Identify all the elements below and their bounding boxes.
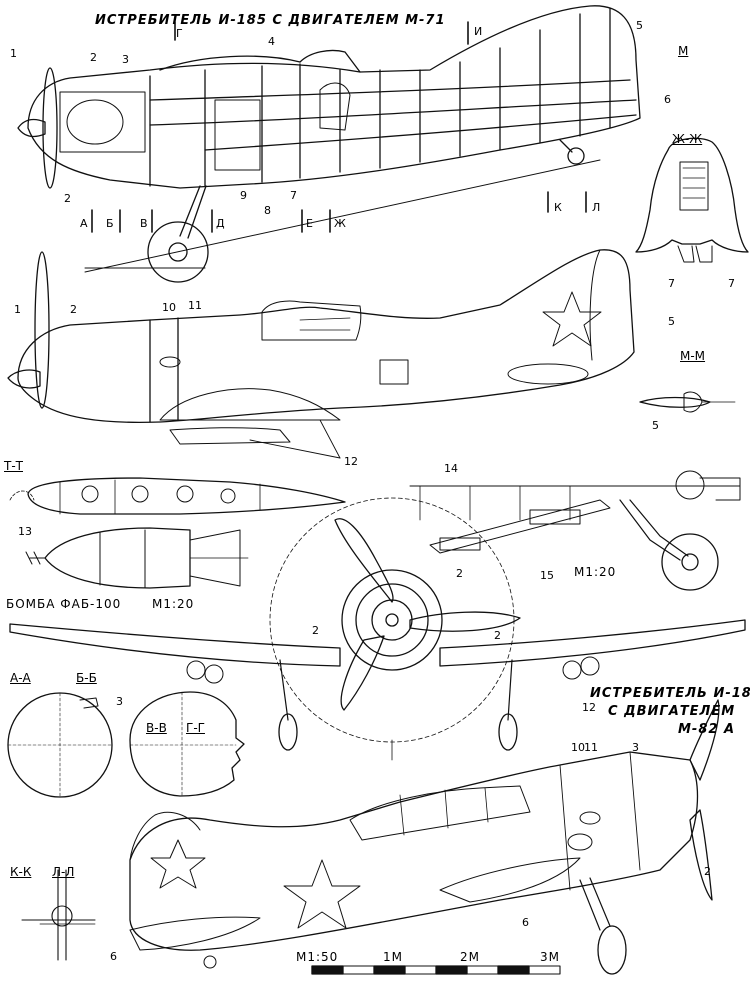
title-top: ИСТРЕБИТЕЛЬ И-185 С ДВИГАТЕЛЕМ М-71 [95,13,446,28]
callout-5-mm: 5 [652,419,659,432]
section-label-b-b: Б-Б [76,671,97,685]
side-view-m71 [18,6,640,282]
bomb-caption: БОМБА ФАБ-100 [6,597,122,611]
section-label-v-v: В-В [146,721,167,735]
callout-2-front-right: 2 [494,629,501,642]
callout-15: 15 [540,569,554,582]
cut-mark-d: Д [216,217,225,230]
callout-2-front-top: 2 [456,567,463,580]
callout-7-zh-right: 7 [728,277,735,290]
sections-a-b [8,693,112,797]
section-label-m-m: М-М [680,349,706,363]
callout-10-persp: 10 [571,741,585,754]
sections-v-g [130,692,244,796]
section-t-t [10,478,345,514]
bomb-fab100 [26,528,248,588]
callout-2-persp: 2 [704,865,711,878]
callout-9-top: 9 [240,189,247,202]
scale-main-label: М1:50 [296,950,339,964]
callout-2-second: 2 [70,303,77,316]
front-view [10,498,745,760]
cut-mark-e: Е [306,217,313,230]
landing-gear-detail [410,471,740,590]
cut-mark-g: Г [176,27,183,40]
callout-2-top: 2 [90,51,97,64]
callout-5-top: 5 [636,19,643,32]
callout-11-second: 11 [188,299,202,312]
callout-10-second: 10 [162,301,176,314]
section-label-m: М [678,44,689,58]
cut-mark-l: Л [592,201,601,214]
scale-bar [312,966,560,974]
scale-1m-label: 1М [383,950,403,964]
callout-7-zh-left: 7 [668,277,675,290]
callout-5-second: 5 [668,315,675,328]
title-right-line2: С ДВИГАТЕЛЕМ [608,704,736,719]
section-label-g-g: Г-Г [186,721,205,735]
callout-11-persp: 11 [584,741,598,754]
callout-2-lower: 2 [64,192,71,205]
callout-2-front-left: 2 [312,624,319,637]
callout-12-front: 12 [582,701,596,714]
cut-mark-b: Б [106,217,114,230]
title-right-line3: М-82 А [678,722,736,737]
callout-4-top: 4 [268,35,275,48]
sections-k-l [22,870,95,960]
callout-13: 13 [18,525,32,538]
callout-12-second: 12 [344,455,358,468]
callout-8-top: 8 [264,204,271,217]
callout-1-top: 1 [10,47,17,60]
cut-mark-v: В [140,217,148,230]
perspective-view-m82a [130,700,719,974]
front-view-zh-zh [636,138,748,262]
callout-6-top: 6 [664,93,671,106]
callout-3-section: 3 [116,695,123,708]
section-label-a-a: А-А [10,671,31,685]
section-label-zh-zh: Ж-Ж [672,132,703,146]
title-right-line1: ИСТРЕБИТЕЛЬ И-185 [590,686,750,701]
callout-14: 14 [444,462,458,475]
cut-mark-i: И [474,25,483,38]
callout-1-second: 1 [14,303,21,316]
section-label-l-l: Л-Л [52,865,75,879]
scale-2m-label: 2М [460,950,480,964]
callout-7-top: 7 [290,189,297,202]
section-label-t-t: Т-Т [4,459,23,473]
cut-mark-k: К [554,201,562,214]
side-view-second [8,250,634,458]
scale-3m-label: 3М [540,950,560,964]
section-cut-markers [92,22,586,232]
callout-3-persp: 3 [632,741,639,754]
section-m-m [640,392,735,412]
section-label-k-k: К-К [10,865,32,879]
bomb-scale: М1:20 [152,597,195,611]
cut-mark-zh: Ж [334,217,346,230]
gear-scale: М1:20 [574,565,617,579]
cut-mark-a: А [80,217,88,230]
callout-3-top: 3 [122,53,129,66]
callout-6-persp-right: 6 [522,916,529,929]
callout-6-persp-left: 6 [110,950,117,963]
